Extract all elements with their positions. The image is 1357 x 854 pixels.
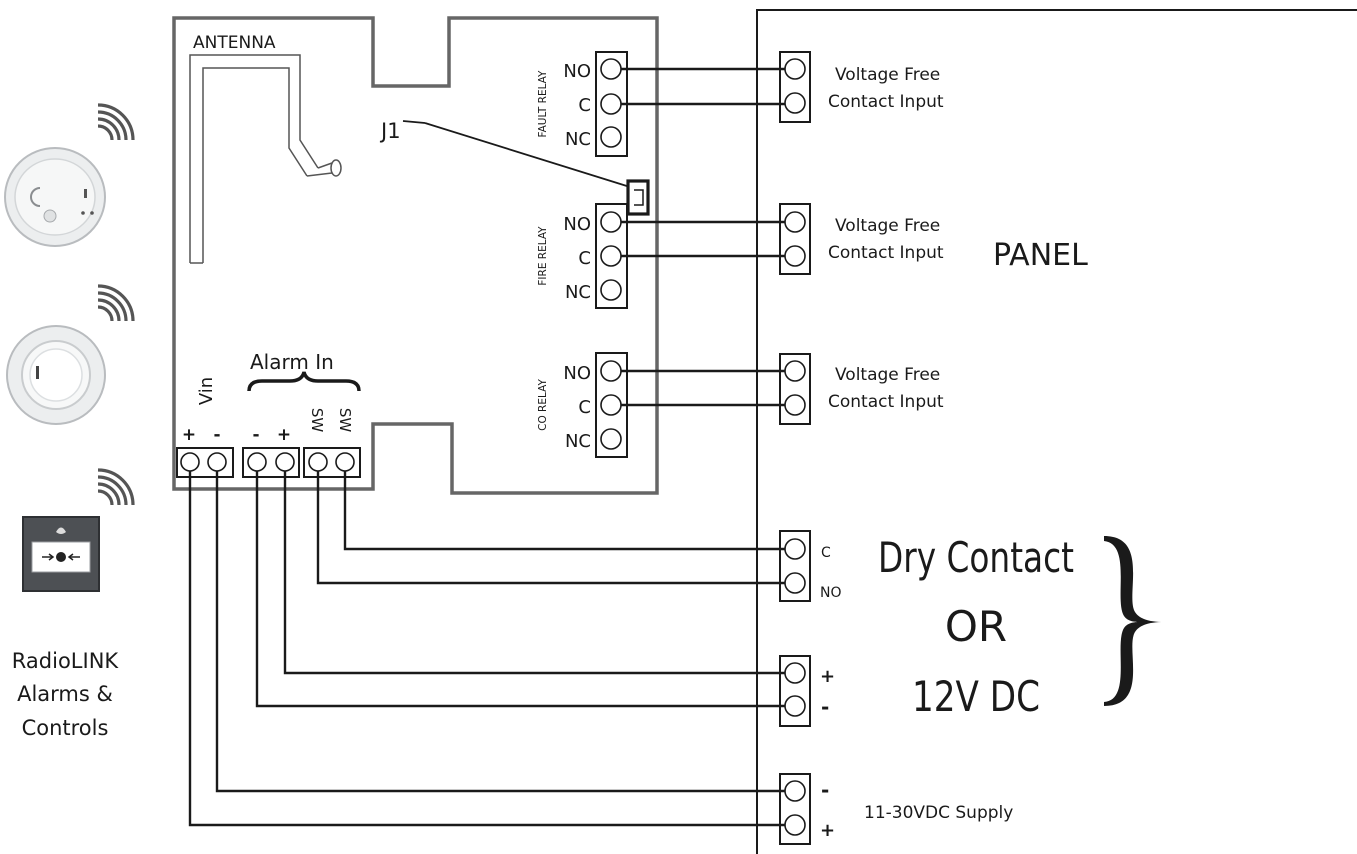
fault-input-label-line1: Voltage Free xyxy=(835,65,940,85)
devices-caption-line3: Controls xyxy=(22,716,109,740)
input-option-line2: OR xyxy=(945,602,1007,651)
jumper-j1 xyxy=(626,179,650,216)
terminal-circle xyxy=(275,452,295,472)
co-relay-no-label: NO xyxy=(563,363,591,384)
terminal-circle xyxy=(247,452,267,472)
panel-supply-terminals xyxy=(779,773,811,845)
panel-outline xyxy=(756,9,1357,854)
smoke-alarm-icon xyxy=(4,147,106,247)
terminal-circle xyxy=(600,360,622,382)
panel-terminals: Voltage Free Contact Input Voltage Free … xyxy=(779,51,1164,845)
dry-contact-no-label: NO xyxy=(820,585,842,601)
wire-supply-minus xyxy=(215,471,785,793)
fault-input-label-line2: Contact Input xyxy=(828,92,944,112)
jumper-leader-line xyxy=(424,122,631,188)
fault-relay-label: FAULT RELAY xyxy=(537,70,549,137)
co-relay-terminals: NO C NC CO RELAY xyxy=(537,352,628,458)
sw2-label: SW xyxy=(336,408,354,433)
antenna-label: ANTENNA xyxy=(193,33,276,53)
antenna-icon xyxy=(189,54,342,264)
wireless-signal-icon xyxy=(97,284,135,322)
call-point-icon xyxy=(22,516,100,592)
terminal-circle xyxy=(600,126,622,148)
terminal-circle xyxy=(600,428,622,450)
alarm-in-terminals xyxy=(242,447,300,478)
terminal-circle xyxy=(600,93,622,115)
vin-terminals xyxy=(176,447,234,478)
terminal-circle xyxy=(180,452,200,472)
sw1-label: SW xyxy=(308,408,326,433)
panel-title: PANEL xyxy=(993,238,1088,273)
terminal-circle xyxy=(600,394,622,416)
wire-alarm-plus xyxy=(283,471,785,675)
fault-relay-no-label: NO xyxy=(563,61,591,82)
co-input-label-line1: Voltage Free xyxy=(835,365,940,385)
co-input-label-line2: Contact Input xyxy=(828,392,944,412)
devices-caption-line2: Alarms & xyxy=(17,682,113,706)
wire-sw-no xyxy=(316,471,785,585)
radiolink-devices: RadioLINK Alarms & Controls xyxy=(4,103,135,740)
panel: PANEL xyxy=(756,9,1357,854)
supply-plus-label: + xyxy=(820,820,835,841)
fire-input-label-line2: Contact Input xyxy=(828,243,944,263)
alarm-in-label: Alarm In xyxy=(250,350,334,374)
vin-plus-label: + xyxy=(182,425,196,445)
vin-label: Vin xyxy=(196,377,217,405)
terminal-circle xyxy=(207,452,227,472)
wiring xyxy=(188,67,785,827)
devices-caption-line1: RadioLINK xyxy=(12,649,120,673)
dc-minus-label: - xyxy=(821,695,829,719)
terminal-circle xyxy=(308,452,328,472)
alarm-plus-label: + xyxy=(277,425,291,445)
alarm-minus-label: - xyxy=(252,425,259,445)
panel-co-input-terminals xyxy=(779,353,811,425)
fire-relay-nc-label: NC xyxy=(565,282,591,303)
co-relay-c-label: C xyxy=(578,397,591,418)
wire-sw-c xyxy=(343,471,785,551)
panel-fault-input-terminals xyxy=(779,51,811,123)
fire-relay-no-label: NO xyxy=(563,214,591,235)
switch-terminals xyxy=(303,447,361,478)
co-relay-label: CO RELAY xyxy=(537,379,549,431)
alarm-in-brace xyxy=(247,371,361,392)
fire-input-label-line1: Voltage Free xyxy=(835,216,940,236)
co-relay-nc-label: NC xyxy=(565,431,591,452)
input-option-brace xyxy=(1104,536,1164,706)
fault-relay-terminals: NO C NC FAULT RELAY xyxy=(537,51,628,157)
terminal-circle xyxy=(335,452,355,472)
vin-minus-label: - xyxy=(213,425,220,445)
dry-contact-c-label: C xyxy=(821,545,831,561)
panel-fire-input-terminals xyxy=(779,203,811,275)
heat-alarm-icon xyxy=(6,325,106,425)
wire-alarm-minus xyxy=(255,471,785,708)
terminal-circle xyxy=(600,279,622,301)
input-option-line1: Dry Contact xyxy=(878,533,1074,582)
panel-dry-contact-terminals xyxy=(779,530,811,602)
wire-supply-plus xyxy=(188,471,785,827)
input-option-line3: 12V DC xyxy=(912,672,1040,721)
fault-relay-c-label: C xyxy=(578,95,591,116)
supply-label: 11-30VDC Supply xyxy=(864,803,1013,823)
fire-relay-c-label: C xyxy=(578,248,591,269)
jumper-leader xyxy=(402,120,426,124)
module-board-outline xyxy=(172,16,659,495)
dc-plus-label: + xyxy=(820,666,835,687)
jumper-label: J1 xyxy=(379,119,401,143)
terminal-circle xyxy=(600,58,622,80)
fire-relay-label: FIRE RELAY xyxy=(537,226,549,286)
fault-relay-nc-label: NC xyxy=(565,129,591,150)
wireless-signal-icon xyxy=(97,103,135,141)
supply-minus-label: - xyxy=(821,778,829,802)
panel-dc-terminals xyxy=(779,655,811,727)
terminal-circle xyxy=(600,245,622,267)
terminal-circle xyxy=(600,211,622,233)
wireless-signal-icon xyxy=(97,468,135,506)
radiolink-module: ANTENNA J1 NO C NC FAULT RELAY NO C xyxy=(172,16,659,495)
